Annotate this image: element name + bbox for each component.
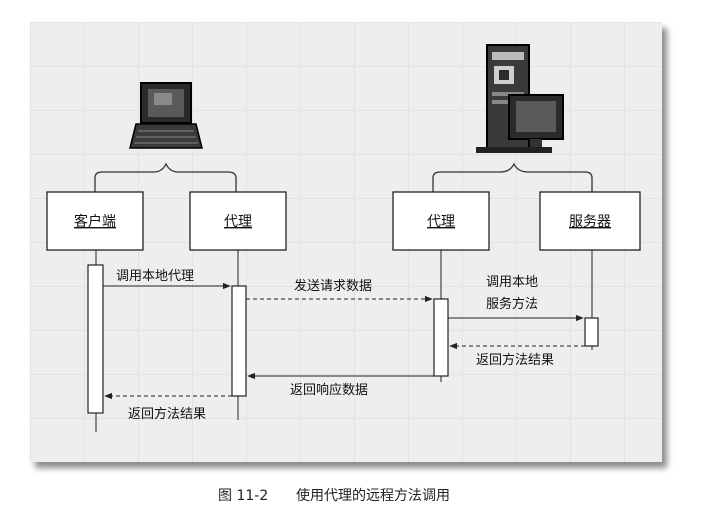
- msg-return-result-server: 返回方法结果: [476, 352, 554, 368]
- client-brace: [94, 162, 237, 192]
- msg-call-local-line2: 服务方法: [486, 296, 538, 312]
- client-proxy-box: 代理: [189, 191, 287, 251]
- client-activation: [87, 264, 104, 414]
- server-box: 服务器: [539, 191, 641, 251]
- client-label: 客户端: [74, 213, 116, 230]
- server-brace: [432, 162, 593, 192]
- server-proxy-box: 代理: [392, 191, 490, 251]
- server-proxy-activation: [433, 298, 449, 377]
- laptop-icon: [129, 82, 203, 149]
- msg-return-response: 返回响应数据: [290, 382, 368, 398]
- server-icon: [476, 44, 564, 153]
- client-proxy-label: 代理: [224, 214, 252, 230]
- msg-return-result-client: 返回方法结果: [128, 406, 206, 422]
- server-label: 服务器: [569, 214, 611, 230]
- figure-title: 使用代理的远程方法调用: [296, 487, 450, 504]
- server-proxy-label: 代理: [427, 214, 455, 230]
- figure-number: 图 11-2: [218, 488, 268, 504]
- msg-call-local-line1: 调用本地: [486, 275, 538, 290]
- client-proxy-activation: [231, 285, 247, 397]
- server-activation: [584, 317, 599, 347]
- msg-send-request: 发送请求数据: [294, 278, 372, 294]
- msg-call-local-proxy: 调用本地代理: [116, 269, 194, 284]
- client-box: 客户端: [46, 191, 144, 251]
